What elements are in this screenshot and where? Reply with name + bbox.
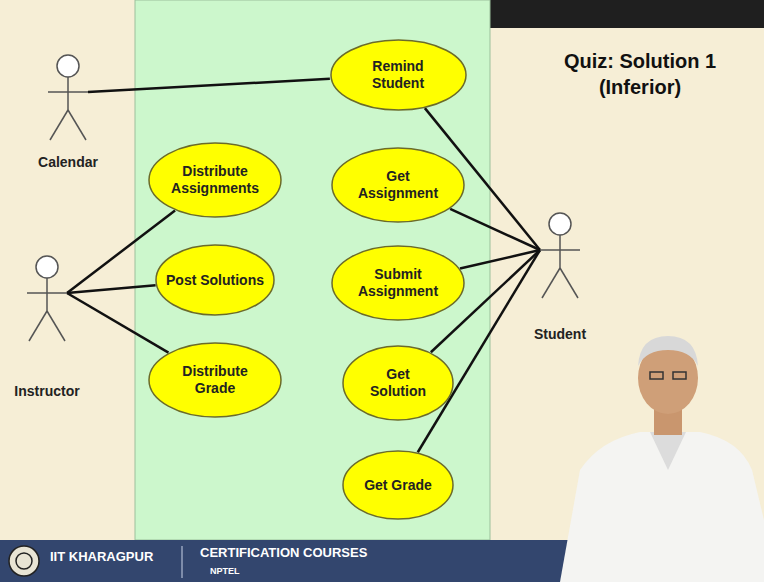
use-case-ellipse: Get Solution: [342, 345, 454, 421]
use-case-label: Distribute Assignments: [165, 163, 265, 197]
use-case-label: Distribute Grade: [165, 363, 265, 397]
use-case-ellipse: Distribute Grade: [148, 342, 282, 418]
use-case-ellipse: Remind Student: [330, 39, 467, 111]
use-case-text-box: Submit Assignment: [348, 266, 448, 300]
use-case-ellipse: Distribute Assignments: [148, 142, 282, 218]
slide-title: Quiz: Solution 1 (Inferior): [535, 48, 745, 100]
use-case-ellipse: Post Solutions: [155, 244, 275, 316]
actor: Student: [532, 212, 589, 342]
use-case-ellipse: Submit Assignment: [331, 245, 465, 321]
footer-label: IIT KHARAGPUR: [50, 549, 153, 564]
use-case-label: Submit Assignment: [348, 266, 448, 300]
use-case-label: Get Assignment: [348, 168, 448, 202]
use-case-text-box: Get Solution: [358, 366, 438, 400]
use-case-text-box: Post Solutions: [166, 272, 264, 289]
use-case-ellipse: Get Assignment: [331, 147, 465, 223]
actor-label: Instructor: [12, 383, 82, 399]
footer-label: NPTEL: [210, 566, 240, 576]
stick-figure: [537, 212, 583, 300]
use-case-text-box: Distribute Grade: [165, 363, 265, 397]
association-line: [88, 79, 330, 92]
actor: Instructor: [12, 255, 82, 399]
association-line: [460, 250, 540, 269]
use-case-text-box: Get Assignment: [348, 168, 448, 202]
presenter-figure: [560, 336, 764, 582]
actor-label: Calendar: [36, 154, 100, 170]
association-line: [450, 209, 540, 250]
actor: Calendar: [36, 54, 100, 170]
actor-label: Student: [532, 326, 589, 342]
use-case-text-box: Distribute Assignments: [165, 163, 265, 197]
footer-label: CERTIFICATION COURSES: [200, 545, 367, 560]
use-case-label: Get Grade: [364, 477, 432, 494]
use-case-text-box: Remind Student: [348, 58, 448, 92]
use-case-label: Post Solutions: [166, 272, 264, 289]
use-case-ellipse: Get Grade: [342, 450, 454, 520]
use-case-text-box: Get Grade: [364, 477, 432, 494]
use-case-label: Get Solution: [358, 366, 438, 400]
association-line: [67, 285, 156, 293]
stick-figure: [24, 255, 70, 343]
use-case-label: Remind Student: [348, 58, 448, 92]
association-line: [67, 293, 168, 353]
stick-figure: [45, 54, 91, 142]
